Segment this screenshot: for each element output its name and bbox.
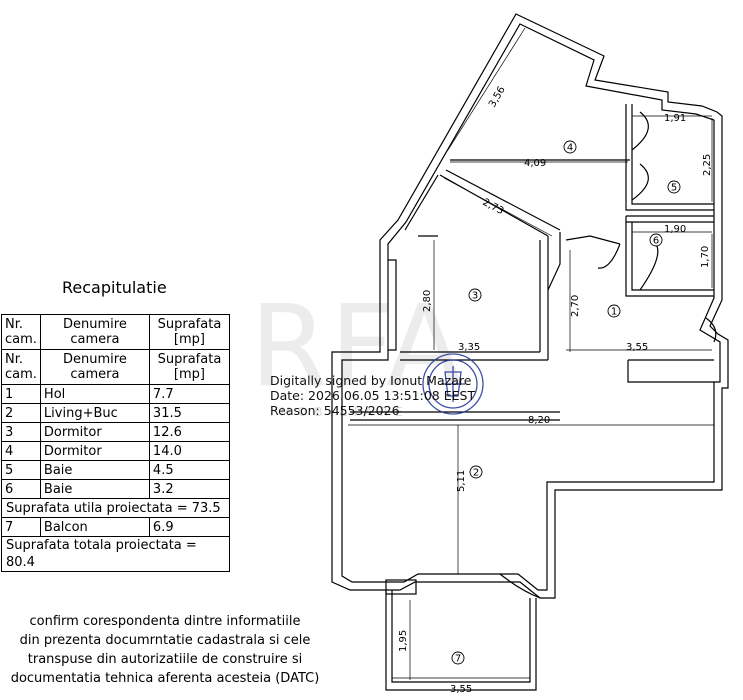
dim-label-4-09: 4,09	[524, 158, 546, 169]
room-marker-6	[649, 233, 663, 247]
partition-wall	[625, 215, 714, 297]
room-area: 3.2	[148, 479, 231, 499]
rfa-watermark-subtitle: IMOBILIARE	[270, 405, 410, 419]
partition-wall	[404, 174, 439, 231]
table-row: 5 Baie 4.5	[1, 460, 231, 480]
header-area: Suprafata [mp]	[148, 349, 231, 385]
room-number-3: 3	[472, 291, 478, 302]
dim-label-3-56: 3,56	[487, 85, 508, 110]
signature-seal-icon	[422, 353, 484, 415]
table-row: 7 Balcon 6.9	[1, 517, 231, 537]
signature-signer: Digitally signed by Ionut Mazare	[270, 373, 472, 388]
rfa-watermark: RFA	[250, 282, 465, 412]
room-number-1: 1	[611, 307, 617, 318]
room-number-5: 5	[671, 183, 677, 194]
dim-label-2-80: 2,80	[422, 290, 433, 312]
room-area: 14.0	[148, 441, 231, 461]
room-area: 7.7	[148, 384, 231, 404]
dim-label-1-90: 1,90	[664, 224, 686, 235]
dimension-line	[447, 27, 526, 151]
room-name: Dormitor	[39, 422, 150, 442]
window-mark	[388, 235, 438, 351]
room-number-4: 4	[567, 143, 573, 154]
confirmation-text: confirm corespondenta dintre informatiil…	[10, 614, 320, 686]
room-area: 12.6	[148, 422, 231, 442]
balcony-area: 6.9	[148, 517, 231, 537]
room-nr: 2	[1, 403, 41, 423]
table-row: 1 Hol 7.7	[1, 384, 231, 404]
room-nr: 3	[1, 422, 41, 442]
room-nr: 5	[1, 460, 41, 480]
dimension-line	[443, 177, 553, 237]
grand-total: Suprafata totala proiectata = 80.4	[1, 536, 230, 572]
dim-label-1-95: 1,95	[398, 630, 409, 652]
header-name: Denumire camera	[39, 349, 150, 385]
room-nr: 1	[1, 384, 41, 404]
balcony-nr: 7	[1, 517, 41, 537]
header-nr: Nr. cam.	[1, 349, 41, 385]
room-name: Living+Buc	[39, 403, 150, 423]
header-nr: Nr. cam.	[1, 314, 41, 350]
room-marker-2	[469, 465, 483, 479]
room-marker-1	[607, 304, 621, 318]
partition-wall	[547, 232, 621, 291]
header-name: Denumire camera	[39, 314, 150, 350]
room-number-2: 2	[473, 468, 479, 479]
room-marker-5	[667, 180, 681, 194]
dim-label-1-70: 1,70	[700, 246, 711, 268]
signature-reason: Reason: 54553/2026	[270, 403, 400, 418]
useful-total-row: Suprafata utila proiectata = 73.5	[1, 498, 230, 518]
door-swing	[499, 111, 717, 599]
partition-wall	[350, 411, 560, 421]
dim-label-8-20: 8,20	[528, 415, 550, 426]
room-area: 31.5	[148, 403, 231, 423]
room-marker-3	[468, 288, 482, 302]
room-number-7: 7	[455, 654, 461, 665]
room-marker-7	[451, 651, 465, 665]
balcony-name: Balcon	[39, 517, 150, 537]
dim-label-3-55-hall: 3,55	[626, 342, 648, 353]
dim-label-1-91: 1,91	[664, 113, 686, 124]
useful-total: Suprafata utila proiectata = 73.5	[1, 498, 230, 518]
room-area: 4.5	[148, 460, 231, 480]
table-row: 2 Living+Buc 31.5	[1, 403, 231, 423]
partition-wall	[627, 359, 714, 383]
digital-signature: Digitally signed by Ionut Mazare Date: 2…	[270, 373, 475, 418]
room-name: Dormitor	[39, 441, 150, 461]
dim-label-2-70: 2,70	[570, 295, 581, 317]
balcony-door	[385, 579, 417, 595]
room-marker-4	[563, 140, 577, 154]
dim-label-2-25: 2,25	[702, 154, 713, 176]
partition-wall	[400, 236, 549, 361]
table-row: 3 Dormitor 12.6	[1, 422, 231, 442]
balcony-wall	[385, 590, 537, 691]
outer-wall	[331, 13, 729, 599]
room-nr: 4	[1, 441, 41, 461]
table-header-row: Nr. cam. Denumire camera Suprafata [mp]	[1, 314, 231, 350]
dim-label-5-11: 5,11	[456, 470, 467, 492]
outer-wall-inner	[341, 23, 721, 591]
dim-label-3-55-balcony: 3,55	[450, 684, 472, 695]
room-nr: 6	[1, 479, 41, 499]
table-row: 4 Dormitor 14.0	[1, 441, 231, 461]
grand-total-row: Suprafata totala proiectata = 80.4	[1, 536, 230, 572]
partition-wall	[625, 104, 714, 211]
recap-title: Recapitulatie	[62, 278, 167, 297]
recap-table: Nr. cam. Denumire camera Suprafata [mp] …	[1, 314, 231, 572]
dim-label-3-35: 3,35	[458, 342, 480, 353]
partition-wall	[439, 159, 630, 237]
header-area: Suprafata [mp]	[148, 314, 231, 350]
room-number-6: 6	[653, 236, 659, 247]
room-name: Baie	[39, 460, 150, 480]
table-header-row: Nr. cam. Denumire camera Suprafata [mp]	[1, 349, 231, 385]
signature-date: Date: 2026.06.05 13:51:08 EEST	[270, 388, 476, 403]
table-row: 6 Baie 3.2	[1, 479, 231, 499]
room-name: Hol	[39, 384, 150, 404]
room-name: Baie	[39, 479, 150, 499]
